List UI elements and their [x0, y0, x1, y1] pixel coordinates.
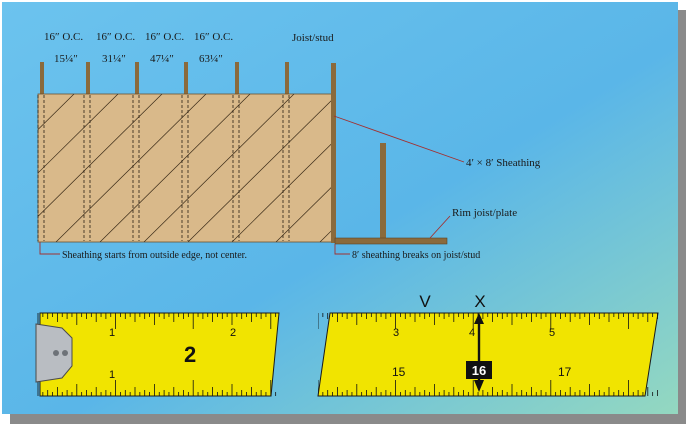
- stud-post: [285, 62, 289, 97]
- start-note-leader: [39, 242, 60, 255]
- spacing-label-2: 16″ O.C.: [96, 31, 135, 43]
- tape-right-bottom-15: 15: [392, 365, 406, 379]
- hatch-line: [38, 94, 119, 174]
- position-label-3: 47¼″: [150, 53, 174, 65]
- tape-left-big-number: 2: [184, 342, 196, 367]
- hatch-line: [55, 94, 207, 242]
- spacing-label-3: 16″ O.C.: [145, 31, 184, 43]
- stud-post: [235, 62, 239, 97]
- position-label-1: 15¼″: [54, 53, 78, 65]
- tape-right-top-3: 3: [393, 327, 399, 339]
- hidden-stud-lines: [37, 95, 290, 241]
- marker-x: X: [474, 292, 485, 311]
- sheathing-label: 4′ × 8′ Sheathing: [466, 157, 541, 169]
- hatch-line: [99, 94, 251, 242]
- position-label-4: 63¼″: [199, 53, 223, 65]
- break-note-leader: [334, 244, 350, 255]
- joist-stud-label: Joist/stud: [292, 32, 334, 44]
- stud-mark-box: [466, 361, 492, 379]
- stud-post: [40, 62, 44, 97]
- end-joist: [331, 63, 336, 243]
- stud-post: [86, 62, 90, 97]
- measure-arrow-down: [474, 380, 484, 392]
- hatch-line: [143, 94, 295, 242]
- hatch-line: [38, 94, 163, 217]
- tape-measure-right: 3 4 5 15 17 16 V X: [317, 292, 659, 397]
- standing-stud: [380, 143, 386, 241]
- hook-rivet: [53, 350, 59, 356]
- hatch-line: [38, 94, 75, 131]
- tape-right-ticks: [318, 313, 658, 396]
- tape-right-top-5: 5: [549, 327, 555, 339]
- measure-arrow-up: [474, 313, 484, 324]
- tape-left-top-1: 1: [109, 327, 115, 339]
- stud-mark-number: 16: [472, 363, 486, 378]
- tape-left-top-2: 2: [230, 327, 236, 339]
- tape-left-bottom-1: 1: [109, 369, 115, 381]
- tape-right-bottom-17: 17: [558, 365, 572, 379]
- stud-post: [135, 62, 139, 97]
- sheathing-hatch: [38, 94, 334, 242]
- sheathing-panel: [37, 93, 335, 243]
- stud-post: [184, 62, 188, 97]
- sheathing-leader: [333, 115, 465, 163]
- hatch-line: [275, 184, 334, 242]
- rim-joist: [334, 237, 448, 245]
- joist-studs: [40, 62, 289, 97]
- hatch-line: [231, 140, 334, 242]
- rim-joist-leader: [429, 215, 451, 239]
- marker-v: V: [419, 292, 431, 311]
- sheathing-start-note: Sheathing starts from outside edge, not …: [62, 250, 247, 261]
- spacing-label-4: 16″ O.C.: [194, 31, 233, 43]
- hatch-line: [187, 97, 334, 242]
- rim-joist-label: Rim joist/plate: [452, 207, 517, 219]
- tape-measure-left: 1 2 1 2: [35, 312, 280, 397]
- sheathing-break-note: 8′ sheathing breaks on joist/stud: [352, 250, 480, 261]
- position-label-2: 31¼″: [102, 53, 126, 65]
- hook-rivet: [62, 350, 68, 356]
- spacing-label-1: 16″ O.C.: [44, 31, 83, 43]
- tape-right-top-4: 4: [469, 327, 475, 339]
- tape-left-ticks: [37, 313, 277, 396]
